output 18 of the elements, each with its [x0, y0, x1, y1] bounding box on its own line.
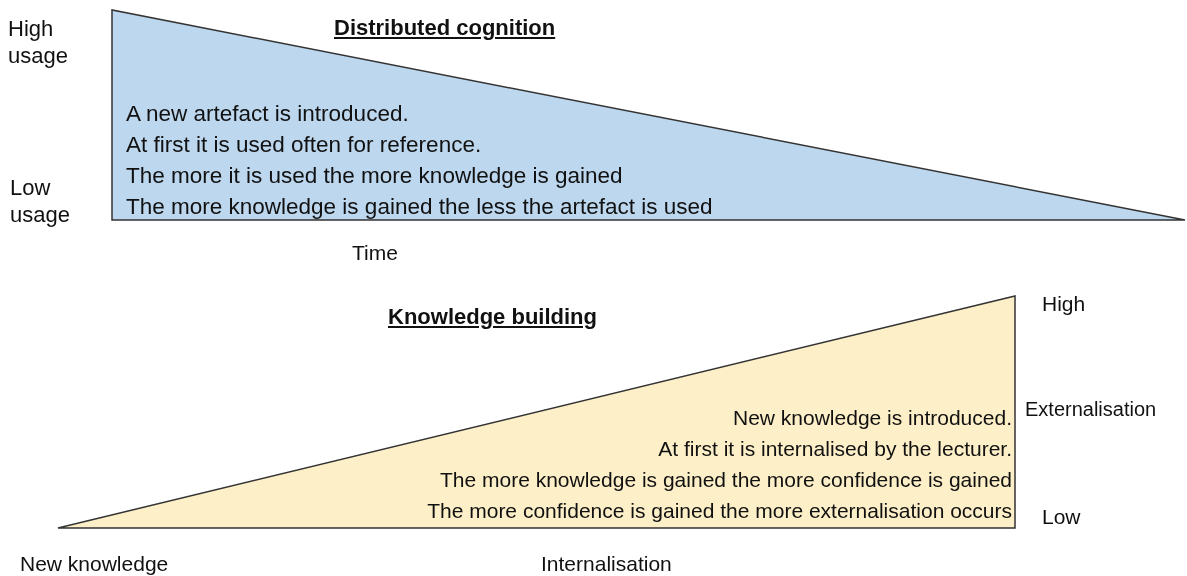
description-text: The more knowledge is gained the more confidence is gained	[440, 467, 1012, 493]
axis-label: Low usage	[10, 174, 71, 228]
description-text: At first it is internalised by the lecturer.	[658, 436, 1012, 462]
section-heading: Distributed cognition	[334, 15, 556, 41]
axis-label: Externalisation	[1025, 397, 1157, 422]
description-text: The more it is used the more knowledge is gained	[126, 162, 623, 190]
axis-label: High usage	[8, 15, 69, 69]
section-heading: Knowledge building	[388, 304, 597, 330]
description-text: The more knowledge is gained the less the artefact is used	[126, 193, 713, 221]
axis-label: Low	[1042, 504, 1081, 530]
axis-label: Time	[352, 240, 398, 266]
description-text: The more confidence is gained the more externalisation occurs	[427, 498, 1012, 524]
axis-label: High	[1042, 291, 1086, 317]
description-text: At first it is used often for reference.	[126, 131, 482, 159]
description-text: A new artefact is introduced.	[126, 100, 409, 128]
description-text: New knowledge is introduced.	[733, 405, 1012, 431]
axis-label: New knowledge	[20, 551, 169, 576]
axis-label: Internalisation	[541, 551, 672, 576]
